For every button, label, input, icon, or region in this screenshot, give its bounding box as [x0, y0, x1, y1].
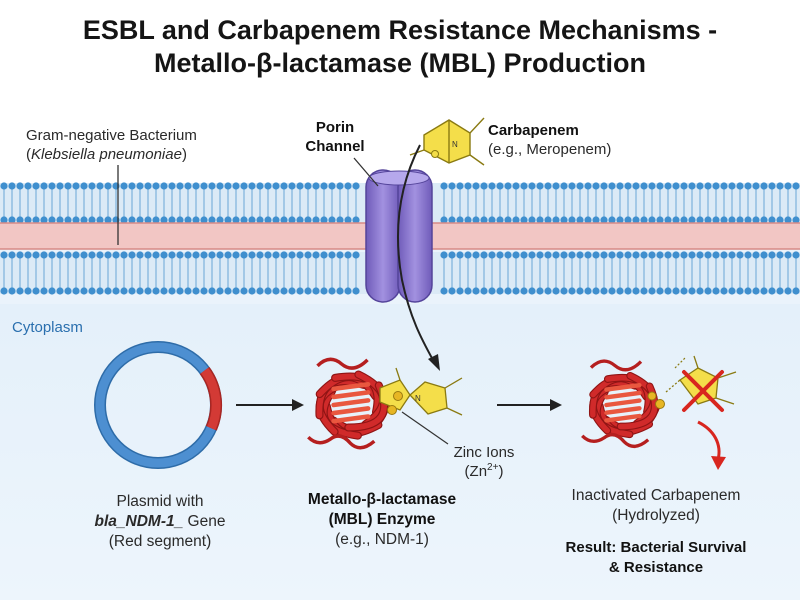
plasmid-icon [94, 341, 223, 469]
bacterium-name: Gram-negative Bacterium [26, 127, 197, 144]
species-close-paren: ) [181, 146, 187, 163]
carbapenem-label: Carbapenem (e.g., Meropenem) [488, 121, 688, 159]
bacterium-species-line: (Klebsiella pneumoniae) [26, 145, 236, 164]
result-line-1: Result: Bacterial Survival [565, 539, 747, 556]
release-arrow [697, 420, 721, 461]
page-title: ESBL and Carbapenem Resistance Mechanism… [0, 14, 800, 80]
svg-text:N: N [452, 140, 458, 149]
zinc-formula-base: (Zn [464, 463, 488, 480]
inactivation-cross-icon [682, 370, 724, 412]
zinc-label: Zinc Ions (Zn2+) [436, 443, 532, 481]
carbapenem-name: Carbapenem [488, 122, 579, 139]
porin-label: Porin Channel [290, 118, 380, 156]
porin-pointer-line [353, 157, 379, 187]
inactivated-label: Inactivated Carbapenem (Hydrolyzed) [536, 486, 776, 526]
porin-channel-icon [365, 169, 433, 303]
bacterium-label: Gram-negative Bacterium (Klebsiella pneu… [26, 126, 236, 164]
mbl-line-2: (MBL) Enzyme [328, 511, 436, 528]
zinc-line-2: (Zn2+) [436, 462, 532, 481]
zinc-formula-end: ) [498, 463, 504, 480]
zinc-line-1: Zinc Ions [453, 444, 515, 461]
bound-carbapenem-icon: N [379, 367, 463, 416]
zinc-pointer-line [401, 411, 449, 445]
mbl-label: Metallo-β-lactamase (MBL) Enzyme (e.g., … [268, 490, 496, 550]
release-arrowhead [711, 456, 726, 470]
zinc-ions-icon [387, 391, 403, 415]
result-line-2: & Resistance [608, 559, 704, 576]
inactivated-line-1: Inactivated Carbapenem [571, 487, 741, 504]
inactivated-line-2: (Hydrolyzed) [612, 507, 700, 524]
plasmid-gene-name: bla_NDM-1_ [94, 513, 184, 530]
cytoplasm-label: Cytoplasm [12, 319, 83, 336]
zinc-charge: 2+ [487, 462, 499, 473]
carbapenem-molecule-icon: N [409, 117, 485, 166]
mbl-example: (e.g., NDM-1) [335, 531, 429, 548]
bacterium-species: Klebsiella pneumoniae [31, 146, 182, 163]
inner-membrane [0, 251, 800, 295]
porin-line-1: Porin [315, 119, 355, 136]
plasmid-gene-line: bla_NDM-1_ Gene [60, 512, 260, 532]
zinc-ions-product-icon [647, 391, 665, 409]
plasmid-line-1: Plasmid with [116, 493, 204, 510]
hydrolysis-arrowhead [550, 399, 562, 411]
species-open-paren: ( [26, 146, 31, 163]
expression-arrowhead [292, 399, 304, 411]
svg-text:N: N [415, 394, 421, 403]
carbapenem-example: (e.g., Meropenem) [488, 141, 612, 158]
mbl-line-1: Metallo-β-lactamase [307, 491, 457, 508]
result-label: Result: Bacterial Survival & Resistance [536, 538, 776, 578]
uptake-arrowhead [428, 354, 440, 371]
plasmid-line-3: (Red segment) [108, 533, 212, 550]
plasmid-label: Plasmid with bla_NDM-1_ Gene (Red segmen… [60, 492, 260, 552]
porin-line-2: Channel [305, 138, 365, 155]
title-line-2: Metallo-β-lactamase (MBL) Production [153, 48, 647, 78]
title-line-1: ESBL and Carbapenem Resistance Mechanism… [82, 15, 718, 45]
plasmid-gene-suffix: Gene [183, 513, 226, 530]
uptake-arrow [397, 144, 434, 361]
